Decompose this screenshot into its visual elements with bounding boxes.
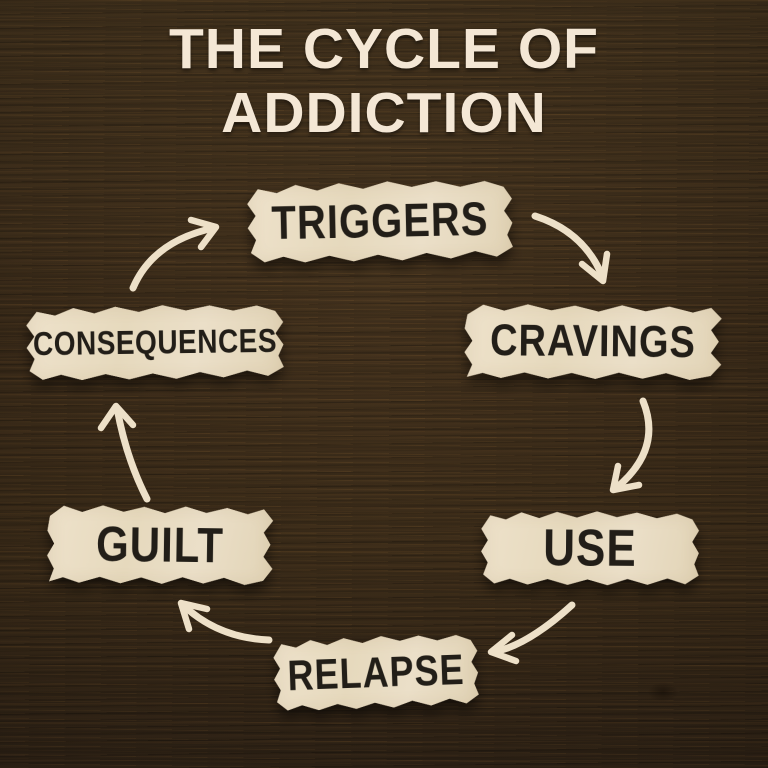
stage-label-guilt: GUILT — [95, 515, 225, 574]
stage-card-relapse: RELAPSE — [271, 630, 482, 715]
stage-card-cravings: CRAVINGS — [462, 300, 725, 385]
torn-paper: CRAVINGS — [462, 300, 725, 385]
stage-card-triggers: TRIGGERS — [244, 176, 516, 268]
torn-paper: CONSEQUENCES — [23, 301, 286, 385]
torn-paper: TRIGGERS — [244, 176, 516, 268]
arrow-triggers-to-cravings-icon — [531, 212, 611, 285]
arrow-relapse-to-guilt-icon — [177, 599, 273, 644]
stage-label-cravings: CRAVINGS — [489, 315, 697, 368]
torn-paper: USE — [479, 508, 702, 590]
arrow-consequences-to-triggers-icon — [129, 216, 220, 292]
stage-card-use: USE — [479, 508, 702, 590]
page-title: THE CYCLE OF ADDICTION — [0, 17, 768, 146]
stage-card-guilt: GUILT — [44, 500, 275, 589]
page-title-line1: THE CYCLE OF — [168, 17, 599, 81]
stage-label-triggers: TRIGGERS — [271, 193, 489, 250]
arrow-cravings-to-use-icon — [609, 397, 653, 494]
torn-paper: RELAPSE — [271, 630, 482, 715]
stage-label-consequences: CONSEQUENCES — [32, 322, 278, 363]
stage-label-use: USE — [543, 519, 637, 578]
stage-card-consequences: CONSEQUENCES — [23, 301, 286, 385]
torn-paper: GUILT — [44, 500, 275, 589]
page-title-line2: ADDICTION — [221, 80, 547, 145]
stage-label-relapse: RELAPSE — [286, 645, 466, 700]
arrow-guilt-to-consequences-icon — [97, 402, 151, 503]
arrow-use-to-relapse-icon — [487, 601, 576, 665]
